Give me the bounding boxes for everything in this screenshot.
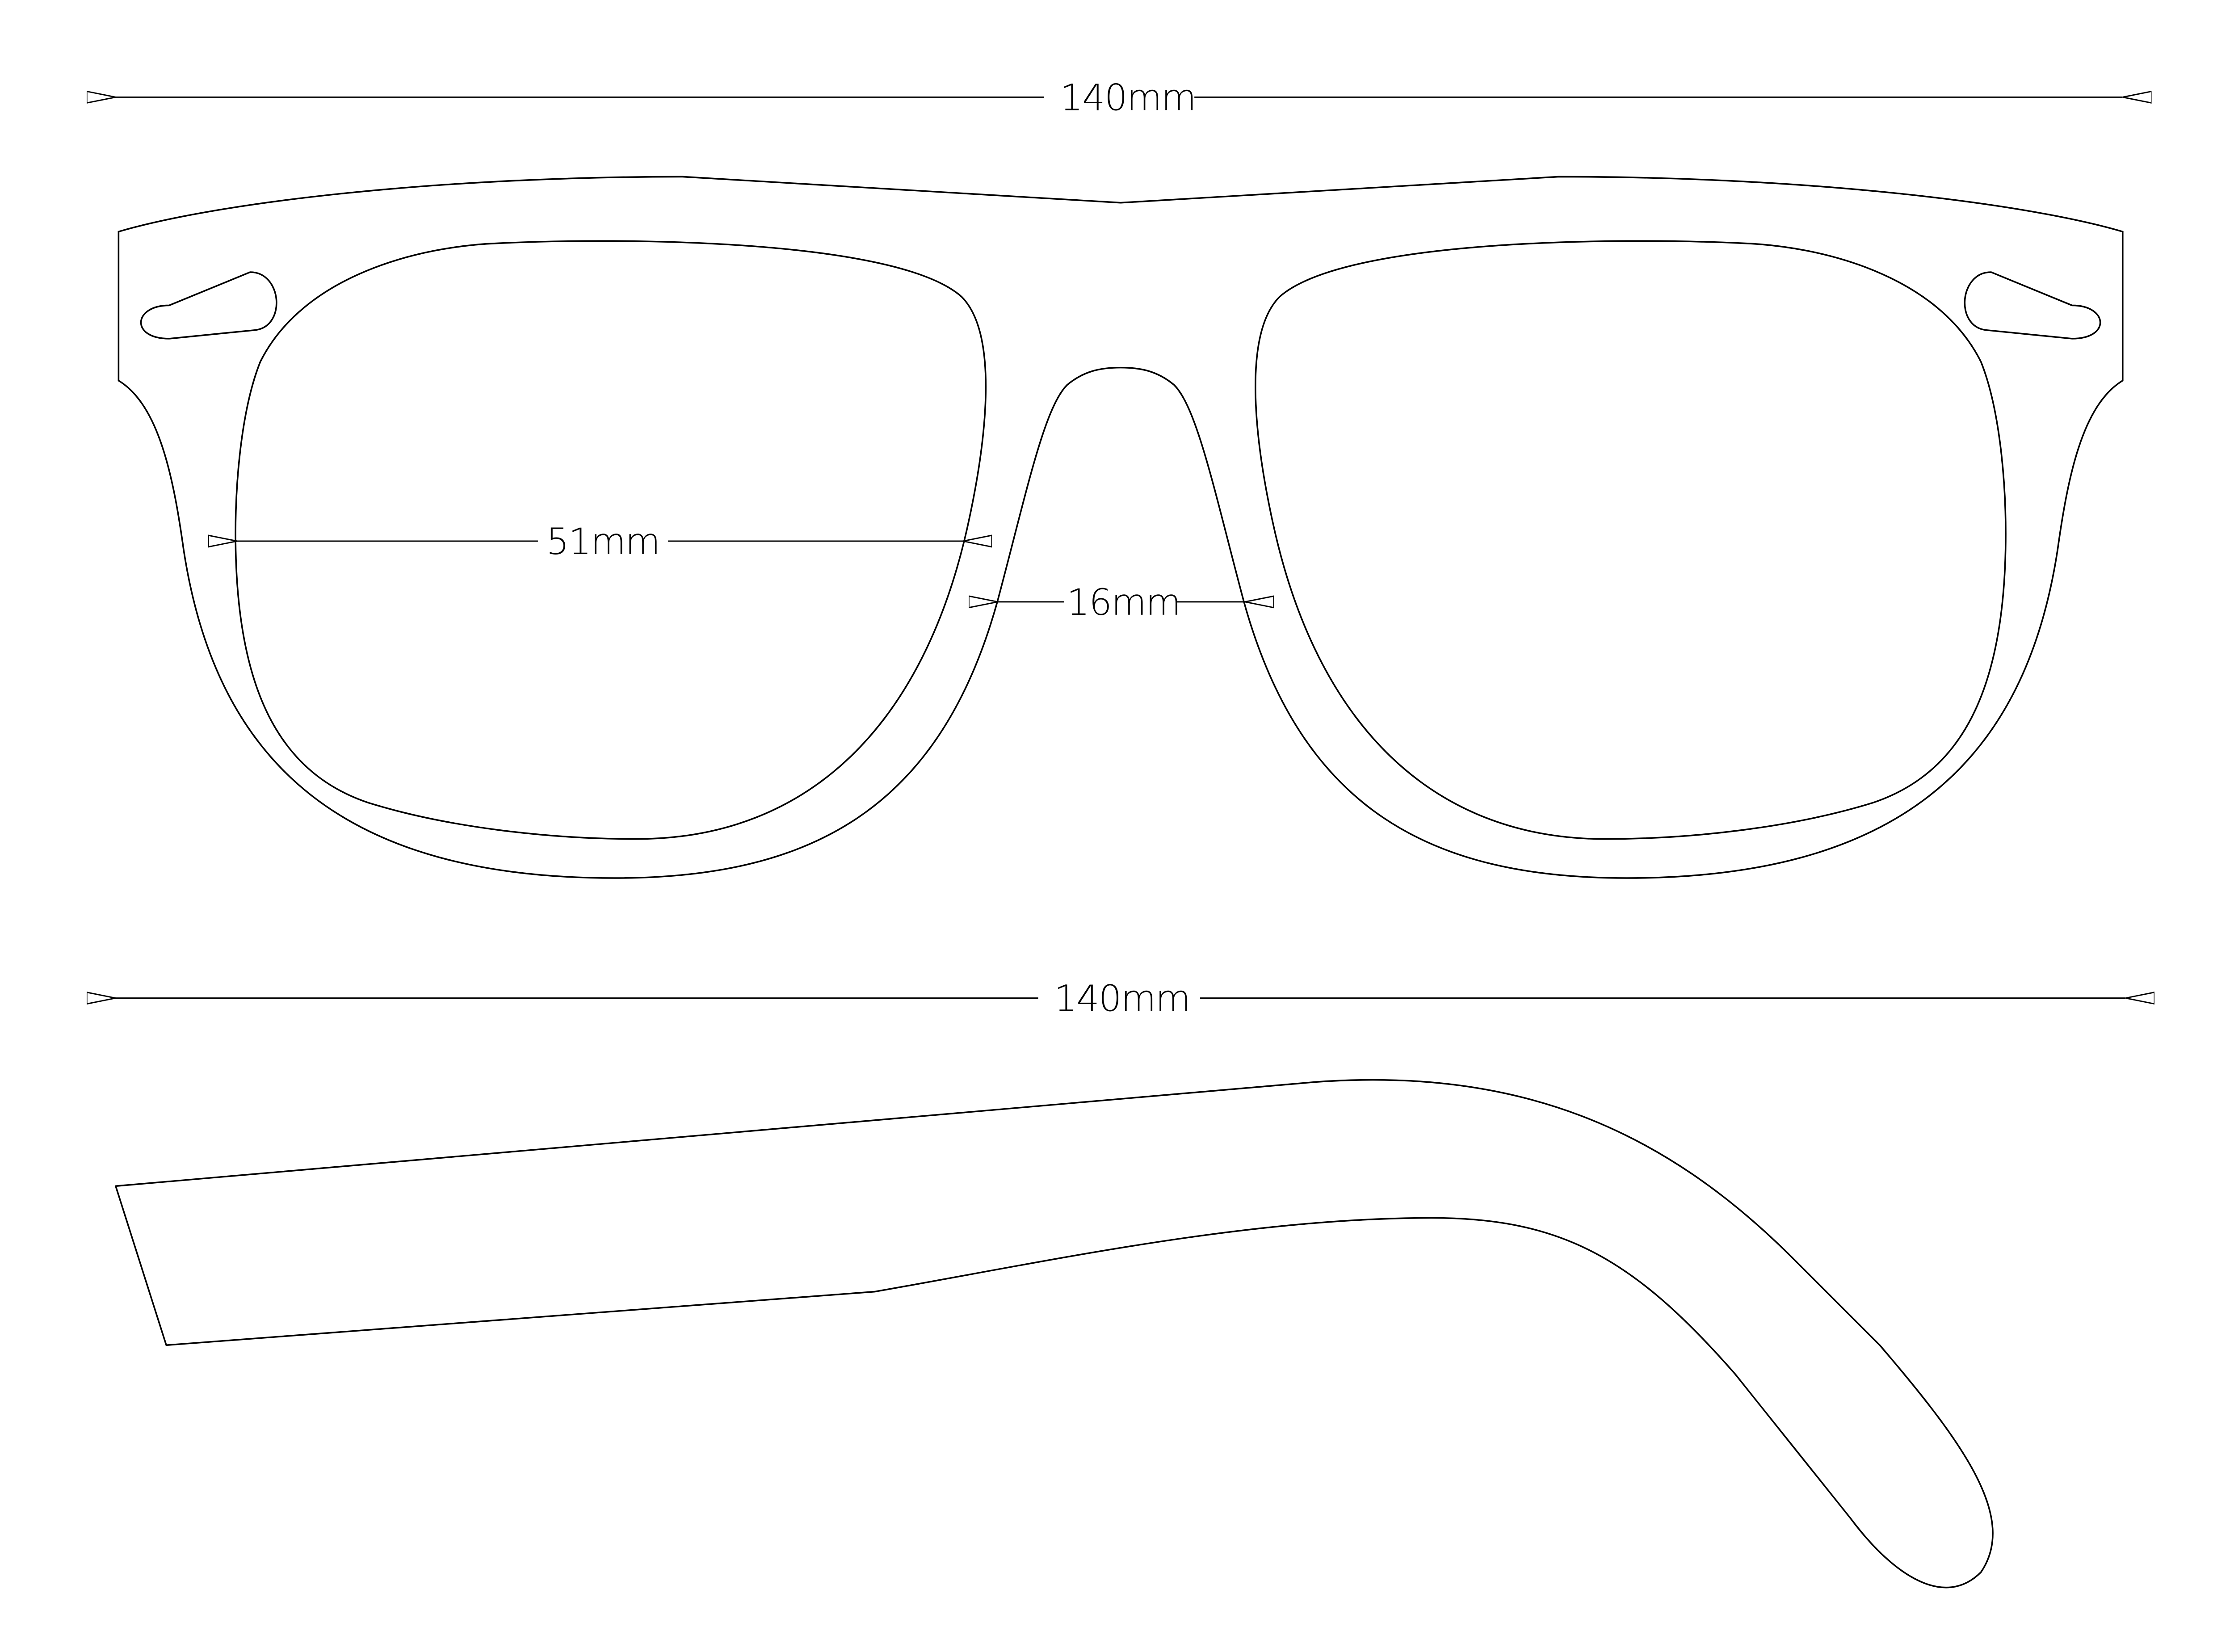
dimension-bridge-width: 16mm [998,576,1245,625]
dimension-frame-width: 140mm [116,72,2123,122]
dimension-lens-width: 51mm [237,515,963,564]
hinge-slot-right [1964,271,2101,340]
dimension-temple-length: 140mm [116,972,2125,1021]
lens-right [1255,240,2007,840]
lens-width-label: 51mm [546,521,659,563]
frame-outline-left [118,176,1121,879]
lens-left [235,240,987,840]
frame-front [118,176,2124,879]
frame-outline-right [1120,176,2124,879]
hinge-slot-left [140,271,277,340]
frame-left-half [118,176,1121,879]
temple-arm [115,1079,1994,1589]
bridge-width-label: 16mm [1067,582,1180,624]
frame-width-label: 140mm [1060,77,1196,119]
temple-length-label: 140mm [1054,978,1190,1020]
frame-right-half [1120,176,2124,879]
